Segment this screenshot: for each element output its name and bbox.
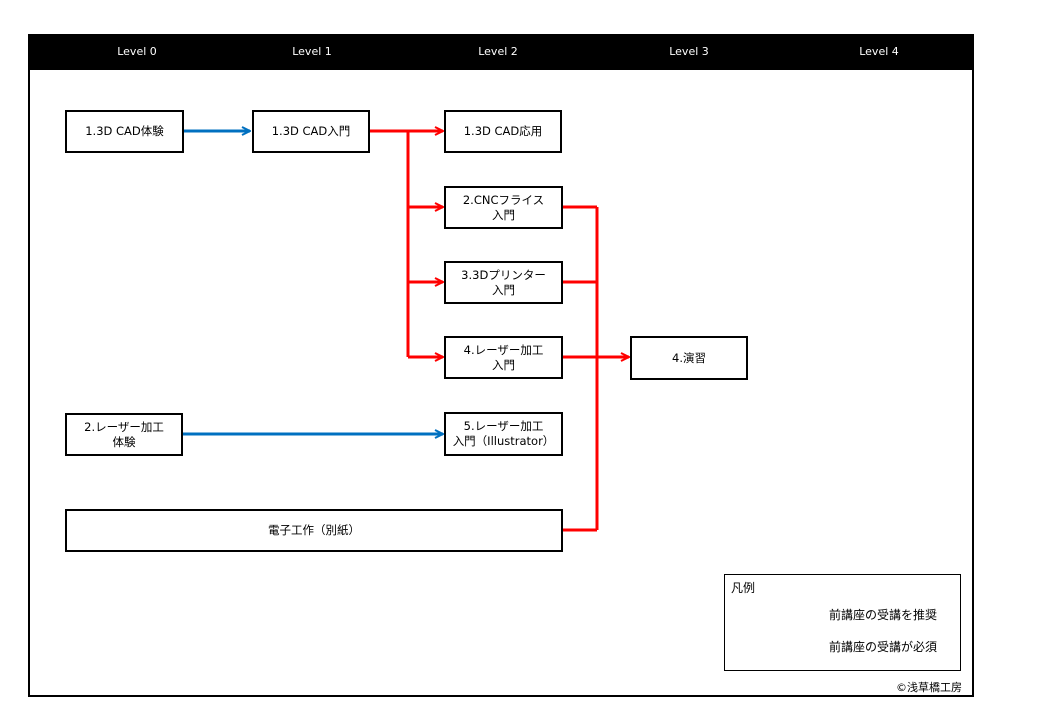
node-enshu: 4.演習 bbox=[630, 336, 748, 380]
level-0-label: Level 0 bbox=[117, 45, 157, 58]
node-label: 4.演習 bbox=[672, 350, 706, 365]
legend-title: 凡例 bbox=[731, 581, 756, 595]
node-label: 3.3Dプリンター bbox=[461, 267, 546, 282]
node-3d-cad-nyumon: 1.3D CAD入門 bbox=[252, 110, 370, 153]
node-laser-taiken: 2.レーザー加工 体験 bbox=[65, 413, 183, 456]
node-label: 体験 bbox=[112, 434, 136, 449]
node-label: 1.3D CAD入門 bbox=[271, 124, 351, 138]
node-label: 入門 bbox=[492, 282, 515, 297]
level-header-bar bbox=[28, 34, 974, 70]
level-1-label: Level 1 bbox=[292, 45, 332, 58]
node-3d-printer-nyumon: 3.3Dプリンター 入門 bbox=[444, 261, 563, 304]
legend-recommended-label: 前講座の受講を推奨 bbox=[829, 608, 938, 622]
node-laser-illustrator: 5.レーザー加工 入門（Illustrator） bbox=[444, 412, 563, 456]
node-cnc-nyumon: 2.CNCフライス 入門 bbox=[444, 186, 563, 229]
node-label: 4.レーザー加工 bbox=[463, 342, 544, 357]
copyright-text: ©浅草橋工房 bbox=[896, 681, 962, 694]
node-label: 1.3D CAD体験 bbox=[85, 124, 164, 138]
level-4-label: Level 4 bbox=[859, 45, 899, 58]
node-label: 入門（Illustrator） bbox=[452, 434, 555, 448]
node-label: 1.3D CAD応用 bbox=[463, 124, 543, 138]
node-laser-nyumon: 4.レーザー加工 入門 bbox=[444, 336, 563, 379]
level-2-label: Level 2 bbox=[478, 45, 518, 58]
node-denshi-kosaku: 電子工作（別紙） bbox=[65, 509, 563, 552]
legend-required-label: 前講座の受講が必須 bbox=[829, 640, 938, 654]
node-label: 5.レーザー加工 bbox=[463, 419, 544, 433]
node-3d-cad-taiken: 1.3D CAD体験 bbox=[65, 110, 184, 153]
node-label: 入門 bbox=[492, 207, 515, 222]
level-3-label: Level 3 bbox=[669, 45, 709, 58]
node-label: 電子工作（別紙） bbox=[268, 523, 360, 537]
node-3d-cad-oyo: 1.3D CAD応用 bbox=[444, 110, 562, 153]
node-label: 入門 bbox=[492, 357, 515, 372]
node-label: 2.CNCフライス bbox=[462, 192, 545, 207]
node-label: 2.レーザー加工 bbox=[84, 419, 164, 434]
legend-box: 凡例 前講座の受講を推奨 前講座の受講が必須 bbox=[724, 574, 961, 671]
